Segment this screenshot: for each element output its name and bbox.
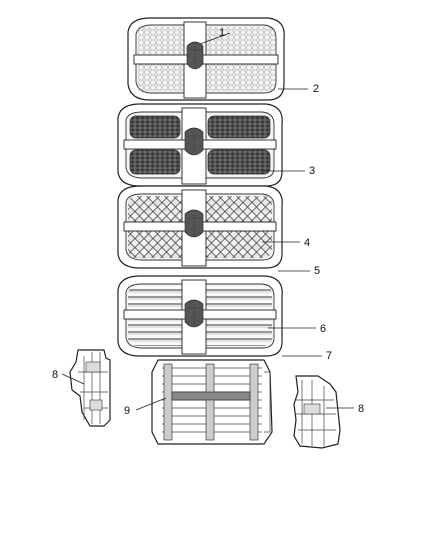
callout-9: 9 [124, 405, 130, 417]
callout-7: 7 [326, 350, 332, 362]
bracket-left [69, 349, 111, 427]
leader-lines [61, 32, 354, 411]
callout-8-left: 8 [52, 369, 58, 381]
grille-dark-mesh [117, 103, 283, 187]
callout-3: 3 [309, 165, 315, 177]
callout-6: 6 [320, 323, 326, 335]
callout-5: 5 [314, 265, 320, 277]
grille-honeycomb [127, 17, 285, 101]
callout-1: 1 [219, 27, 225, 39]
grille-slats [117, 275, 283, 357]
callout-2: 2 [313, 83, 319, 95]
grille-diamond-mesh [117, 185, 283, 269]
bracket-right [293, 375, 341, 449]
callout-8-right: 8 [358, 403, 364, 415]
active-grille-shutter [151, 359, 273, 445]
callout-4: 4 [304, 237, 310, 249]
